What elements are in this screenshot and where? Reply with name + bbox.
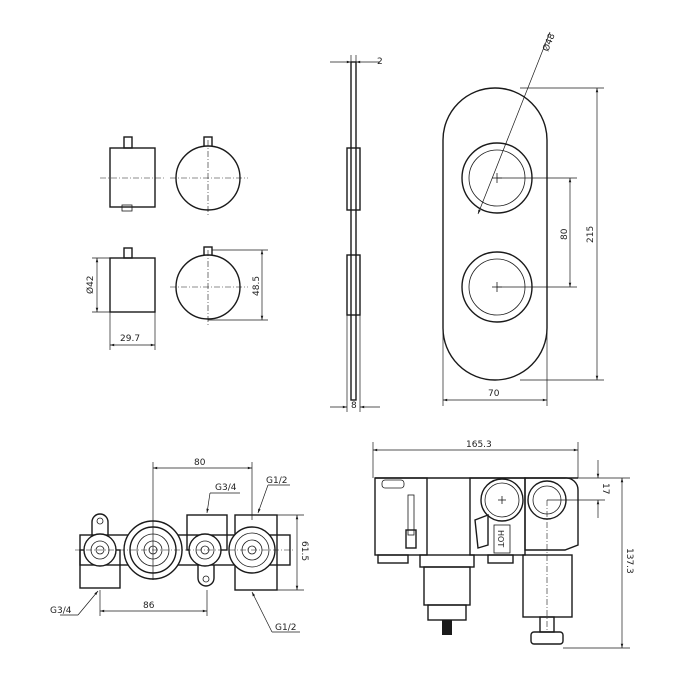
hot-label: HOT [496,530,505,547]
body-top-view [60,462,304,633]
knob-height-label: 48.5 [252,276,262,296]
body-width-label: 165.3 [466,440,492,450]
plate-height-label: 215 [586,226,596,243]
knob-front-view-bottom [170,246,268,325]
outlet-bottom-label: G1/2 [275,623,296,633]
plate-thickness-top-label: 2 [377,57,383,67]
knob-diameter-label: Ø42 [85,275,96,294]
plate-front-view [442,31,604,406]
hole-diameter-label: Ø48 [541,32,558,54]
hole-spacing-label: 80 [560,228,570,240]
knob-side-view-top [100,136,165,212]
body-spacing-bottom-label: 86 [143,601,155,611]
body-depth-label: 61.5 [299,541,309,561]
knob-depth-label: 29.7 [120,334,140,344]
plate-side-view [330,55,380,412]
inlet-bottom-label: G3/4 [50,606,72,616]
outlet-top-label: G1/2 [266,476,287,486]
plate-width-label: 70 [488,389,500,399]
inlet-top-label: G3/4 [215,483,237,493]
body-spacing-top-label: 80 [194,458,206,468]
knob-side-view-bottom [92,247,156,350]
body-height-label: 137.3 [624,548,634,574]
body-offset-label: 17 [600,483,610,494]
plate-thickness-bottom-label: 8 [351,401,357,411]
body-front-view: HOT [372,442,630,649]
knob-front-view-top [170,136,248,216]
